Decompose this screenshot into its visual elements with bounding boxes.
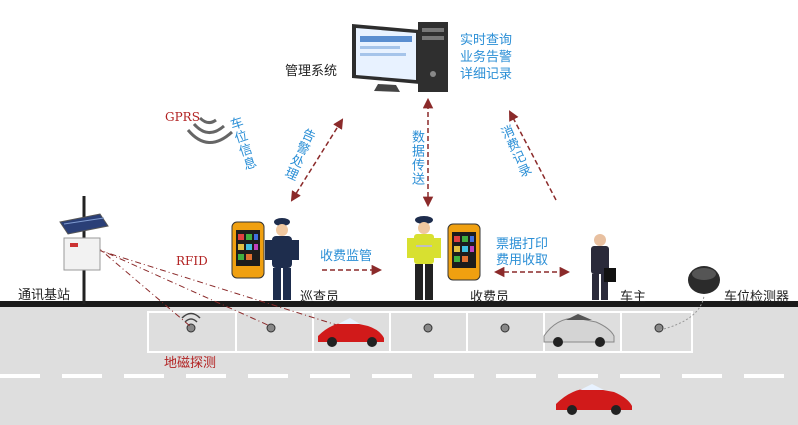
data-transfer-label: 数据传送 (409, 130, 424, 186)
patrol-officer-icon (265, 218, 299, 300)
consumption-arrow (509, 110, 557, 201)
feature-business-alarm: 业务告警 (460, 50, 513, 65)
feature-realtime-query: 实时查询 (460, 33, 513, 48)
silver-sedan-icon (543, 314, 615, 347)
rfid-rays (95, 245, 341, 327)
fee-monitoring-label: 收费监管 (320, 249, 373, 264)
handheld-terminal-icon (231, 221, 265, 279)
base-station-label: 通讯基站 (18, 288, 71, 303)
car-owner-label: 车主 (620, 290, 647, 305)
sensor-waves (181, 312, 201, 323)
flow-arrows (290, 97, 571, 278)
system-features: 实时查询 业务告警 详细记录 (460, 32, 512, 83)
road (0, 301, 798, 425)
toll-collector-icon (407, 216, 441, 300)
space-detector-label: 车位检测器 (724, 290, 790, 305)
handheld-terminal-icon (447, 223, 481, 281)
moving-red-car-icon (556, 384, 632, 415)
ticket-print-label: 票据打印 (496, 237, 549, 252)
management-system-label: 管理系统 (285, 64, 338, 79)
rfid-label: RFID (176, 254, 208, 268)
toll-collector-label: 收费员 (470, 290, 510, 305)
base-station-icon (59, 196, 109, 304)
gprs-label: GPRS (165, 110, 200, 124)
fee-collection-label: 费用收取 (496, 253, 549, 268)
sensor-dots (186, 323, 664, 333)
parking-spaces (147, 311, 693, 353)
patrol-officer-label: 巡查员 (300, 290, 340, 305)
space-detector-icon (688, 266, 720, 294)
car-owner-icon (591, 234, 616, 300)
red-sports-car-icon (318, 318, 384, 347)
gprs-waves (186, 116, 234, 144)
computer-icon (352, 22, 448, 92)
feature-detailed-record: 详细记录 (460, 67, 513, 82)
geomagnetic-detection-label: 地磁探测 (164, 356, 217, 371)
